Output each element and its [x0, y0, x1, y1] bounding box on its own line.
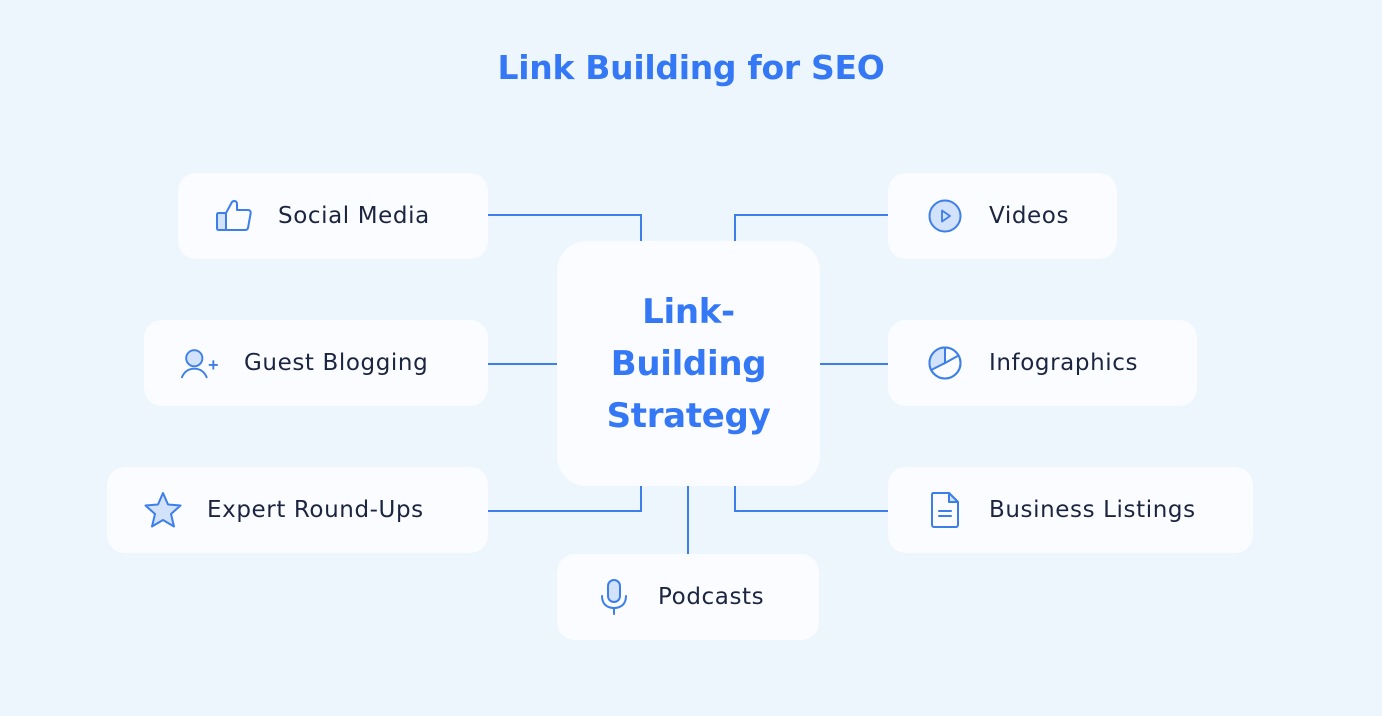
- node-videos: Videos: [888, 173, 1117, 259]
- node-label: Guest Blogging: [244, 350, 429, 376]
- node-expert-roundups: Expert Round-Ups: [107, 467, 488, 553]
- document-icon: [925, 490, 965, 530]
- pie-chart-icon: [925, 343, 965, 383]
- node-social-media: Social Media: [178, 173, 488, 259]
- node-infographics: Infographics: [888, 320, 1197, 406]
- node-label: Expert Round-Ups: [207, 497, 424, 523]
- microphone-icon: [594, 577, 634, 617]
- node-label: Infographics: [989, 350, 1139, 376]
- star-icon: [143, 490, 183, 530]
- center-text-line-2: Building: [610, 343, 767, 384]
- node-label: Videos: [989, 203, 1070, 229]
- node-podcasts: Podcasts: [557, 554, 819, 640]
- user-plus-icon: [180, 343, 220, 383]
- node-label: Business Listings: [989, 497, 1196, 523]
- diagram-title: Link Building for SEO: [497, 48, 885, 87]
- center-text-line-3: Strategy: [606, 395, 771, 436]
- node-label: Social Media: [278, 203, 430, 229]
- node-guest-blogging: Guest Blogging: [144, 320, 488, 406]
- node-business-listings: Business Listings: [888, 467, 1253, 553]
- center-text-line-1: Link-: [642, 291, 735, 332]
- node-label: Podcasts: [658, 584, 765, 610]
- thumbs-up-icon: [214, 196, 254, 236]
- play-circle-icon: [925, 196, 965, 236]
- center-node-link-building-strategy: Link- Building Strategy: [557, 241, 820, 486]
